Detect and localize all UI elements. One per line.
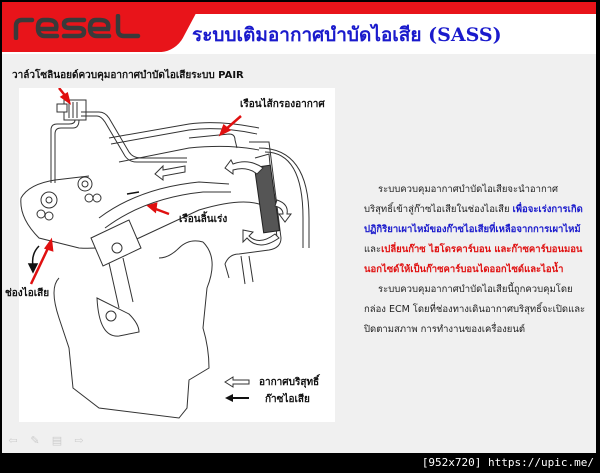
legend-exhaust-gas: ก๊าซไอเสีย: [265, 394, 310, 405]
desc-text-highlight-blue: เพื่อจะเร่งการเกิดปฏิกิริยาเผาไหม้ของก๊า…: [364, 204, 583, 235]
desc-text-normal: ระบบควบคุมอากาศบำบัดไอเสียจะนำอากาศบริสุ…: [364, 184, 559, 215]
diagram-caption: วาล์วโซลินอยด์ควบคุมอากาศบำบัดไอเสียระบบ…: [12, 70, 244, 81]
slide: ระบบเติมอากาศบำบัดไอเสีย (SASS) วาล์วโซล…: [2, 2, 596, 453]
slide-toolbar: ⇦ ✎ ▤ ⇨: [6, 434, 86, 448]
rebel-logo: [13, 14, 141, 40]
image-watermark: [952x720] https://upic.me/: [421, 456, 594, 469]
description-paragraph-2: ระบบควบคุมอากาศบำบัดไอเสียนี้ถูกควบคุมโด…: [364, 280, 586, 340]
slide-header: ระบบเติมอากาศบำบัดไอเสีย (SASS): [2, 2, 596, 54]
label-air-filter-housing: เรือนไส้กรองอากาศ: [240, 99, 325, 110]
pen-icon[interactable]: ✎: [30, 434, 40, 447]
page-title: ระบบเติมอากาศบำบัดไอเสีย (SASS): [192, 24, 502, 46]
desc-text-normal: ระบบควบคุมอากาศบำบัดไอเสียนี้ถูกควบคุมโด…: [364, 284, 586, 335]
solid-arrow-icon: [225, 394, 249, 402]
description-paragraph-1: ระบบควบคุมอากาศบำบัดไอเสียจะนำอากาศบริสุ…: [364, 180, 586, 280]
menu-icon[interactable]: ▤: [51, 434, 63, 447]
label-throttle-body: เรือนลิ้นเร่ง: [179, 214, 228, 225]
legend-fresh-air: อากาศบริสุทธิ์: [259, 377, 320, 388]
hollow-arrow-icon: [224, 376, 250, 388]
back-arrow-icon[interactable]: ⇦: [8, 434, 18, 447]
desc-text-normal: และ: [364, 244, 382, 255]
description-text: ระบบควบคุมอากาศบำบัดไอเสียจะนำอากาศบริสุ…: [364, 180, 586, 340]
engine-cutaway-drawing: [20, 88, 310, 419]
forward-arrow-icon[interactable]: ⇨: [74, 434, 84, 447]
desc-text-highlight-red: เปลี่ยนก๊าซ ไฮโดรคาร์บอน และก๊าซคาร์บอนม…: [364, 244, 583, 275]
sass-diagram: เรือนไส้กรองอากาศ เรือนลิ้นเร่ง ช่องไอเส…: [5, 88, 335, 422]
label-exhaust-port: ช่องไอเสีย: [5, 288, 50, 299]
